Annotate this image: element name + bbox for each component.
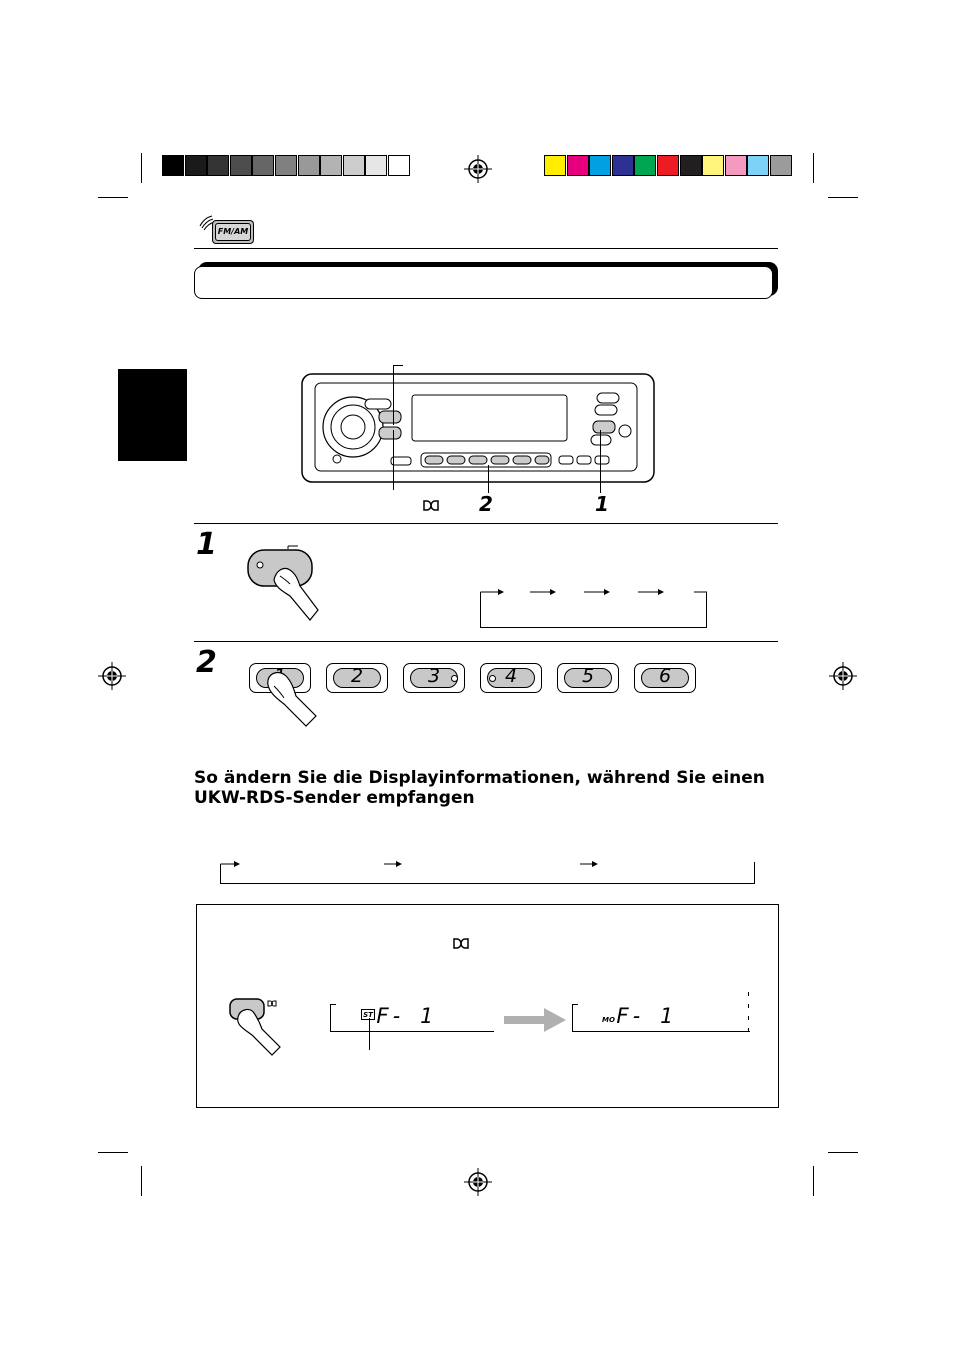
preset-button-6[interactable]: 6	[634, 663, 696, 693]
language-side-tab	[118, 369, 187, 461]
indicator-dot-icon	[451, 675, 458, 682]
display-cycle-diagram	[220, 858, 756, 884]
fm-am-section-icon: FM/AM	[198, 214, 258, 246]
step-number-2: 2	[196, 645, 217, 680]
preset-button-label: 6	[658, 665, 672, 687]
fm-am-label: FM/AM	[215, 223, 251, 241]
crop-mark	[141, 1166, 142, 1196]
crop-mark	[828, 197, 858, 198]
crop-mark	[813, 153, 814, 183]
crosshair-icon	[829, 662, 857, 690]
pointing-finger-icon	[267, 671, 317, 727]
preset-button-label: 4	[504, 665, 518, 687]
callout-line	[393, 430, 394, 490]
color-swatch	[252, 155, 275, 176]
color-swatch	[770, 155, 792, 176]
band-readout: F- 1	[376, 1004, 435, 1028]
double-d-icon	[423, 500, 439, 511]
indicator-dot-icon	[489, 675, 496, 682]
preset-button-4[interactable]: 4	[480, 663, 542, 693]
color-swatch	[388, 155, 410, 176]
preset-button-5[interactable]: 5	[557, 663, 619, 693]
color-swatch	[320, 155, 343, 176]
step-number-1: 1	[196, 527, 217, 562]
callout-step-1: 1	[595, 492, 609, 516]
step-divider	[194, 641, 778, 642]
title-bar	[194, 262, 778, 299]
crop-mark	[828, 1152, 858, 1153]
right-arrow-icon	[504, 1008, 566, 1032]
band-cycle-diagram	[480, 586, 708, 628]
color-swatch	[297, 155, 320, 176]
band-readout: F- 1	[616, 1004, 675, 1028]
crosshair-icon	[464, 155, 492, 183]
double-d-icon	[453, 938, 469, 949]
mono-indicator: MO	[602, 1016, 615, 1024]
color-swatch	[634, 155, 657, 176]
step-divider	[194, 523, 778, 524]
color-swatch	[162, 155, 184, 176]
color-swatch	[342, 155, 365, 176]
pointing-finger-icon	[237, 1008, 281, 1056]
color-swatch	[229, 155, 252, 176]
color-swatch	[747, 155, 770, 176]
callout-step-2: 2	[479, 492, 493, 516]
stereo-indicator: ST	[361, 1009, 375, 1020]
car-stereo-panel-illustration	[301, 373, 655, 483]
color-swatch	[679, 155, 702, 176]
preset-button-face	[641, 668, 689, 688]
color-swatch	[702, 155, 725, 176]
callout-line	[488, 465, 489, 493]
callout-line	[600, 430, 601, 493]
crosshair-icon	[98, 662, 126, 690]
color-swatch	[275, 155, 297, 176]
color-swatch	[365, 155, 388, 176]
crop-mark	[813, 1166, 814, 1196]
crop-mark	[98, 1152, 128, 1153]
pointing-finger-icon	[273, 567, 319, 621]
preset-button-3[interactable]: 3	[403, 663, 465, 693]
preset-button-label: 2	[350, 665, 364, 687]
display-before: ST F- 1	[330, 1004, 494, 1032]
preset-button-face	[487, 668, 535, 688]
preset-button-face	[564, 668, 612, 688]
preset-button-face	[333, 668, 381, 688]
color-swatch	[589, 155, 612, 176]
section-heading: So ändern Sie die Displayinformationen, …	[194, 768, 765, 808]
color-swatch	[611, 155, 634, 176]
callout-line	[393, 365, 403, 366]
color-swatch	[566, 155, 589, 176]
crop-mark	[141, 153, 142, 183]
indicator-callout-line	[369, 1018, 370, 1050]
color-swatch	[657, 155, 679, 176]
preset-button-label: 5	[581, 665, 595, 687]
header-rule	[194, 248, 778, 249]
mono-button-press-illustration	[228, 995, 288, 1057]
display-after: MO F- 1	[572, 992, 752, 1032]
preset-button-2[interactable]: 2	[326, 663, 388, 693]
mono-mode-box	[196, 904, 779, 1108]
color-swatch	[724, 155, 747, 176]
preset-button-label: 3	[427, 665, 441, 687]
crop-mark	[98, 197, 128, 198]
callout-line	[393, 365, 394, 425]
color-swatch	[544, 155, 566, 176]
crosshair-icon	[464, 1168, 492, 1196]
color-swatch	[207, 155, 230, 176]
color-swatch	[184, 155, 207, 176]
band-button-press-illustration	[240, 540, 325, 630]
